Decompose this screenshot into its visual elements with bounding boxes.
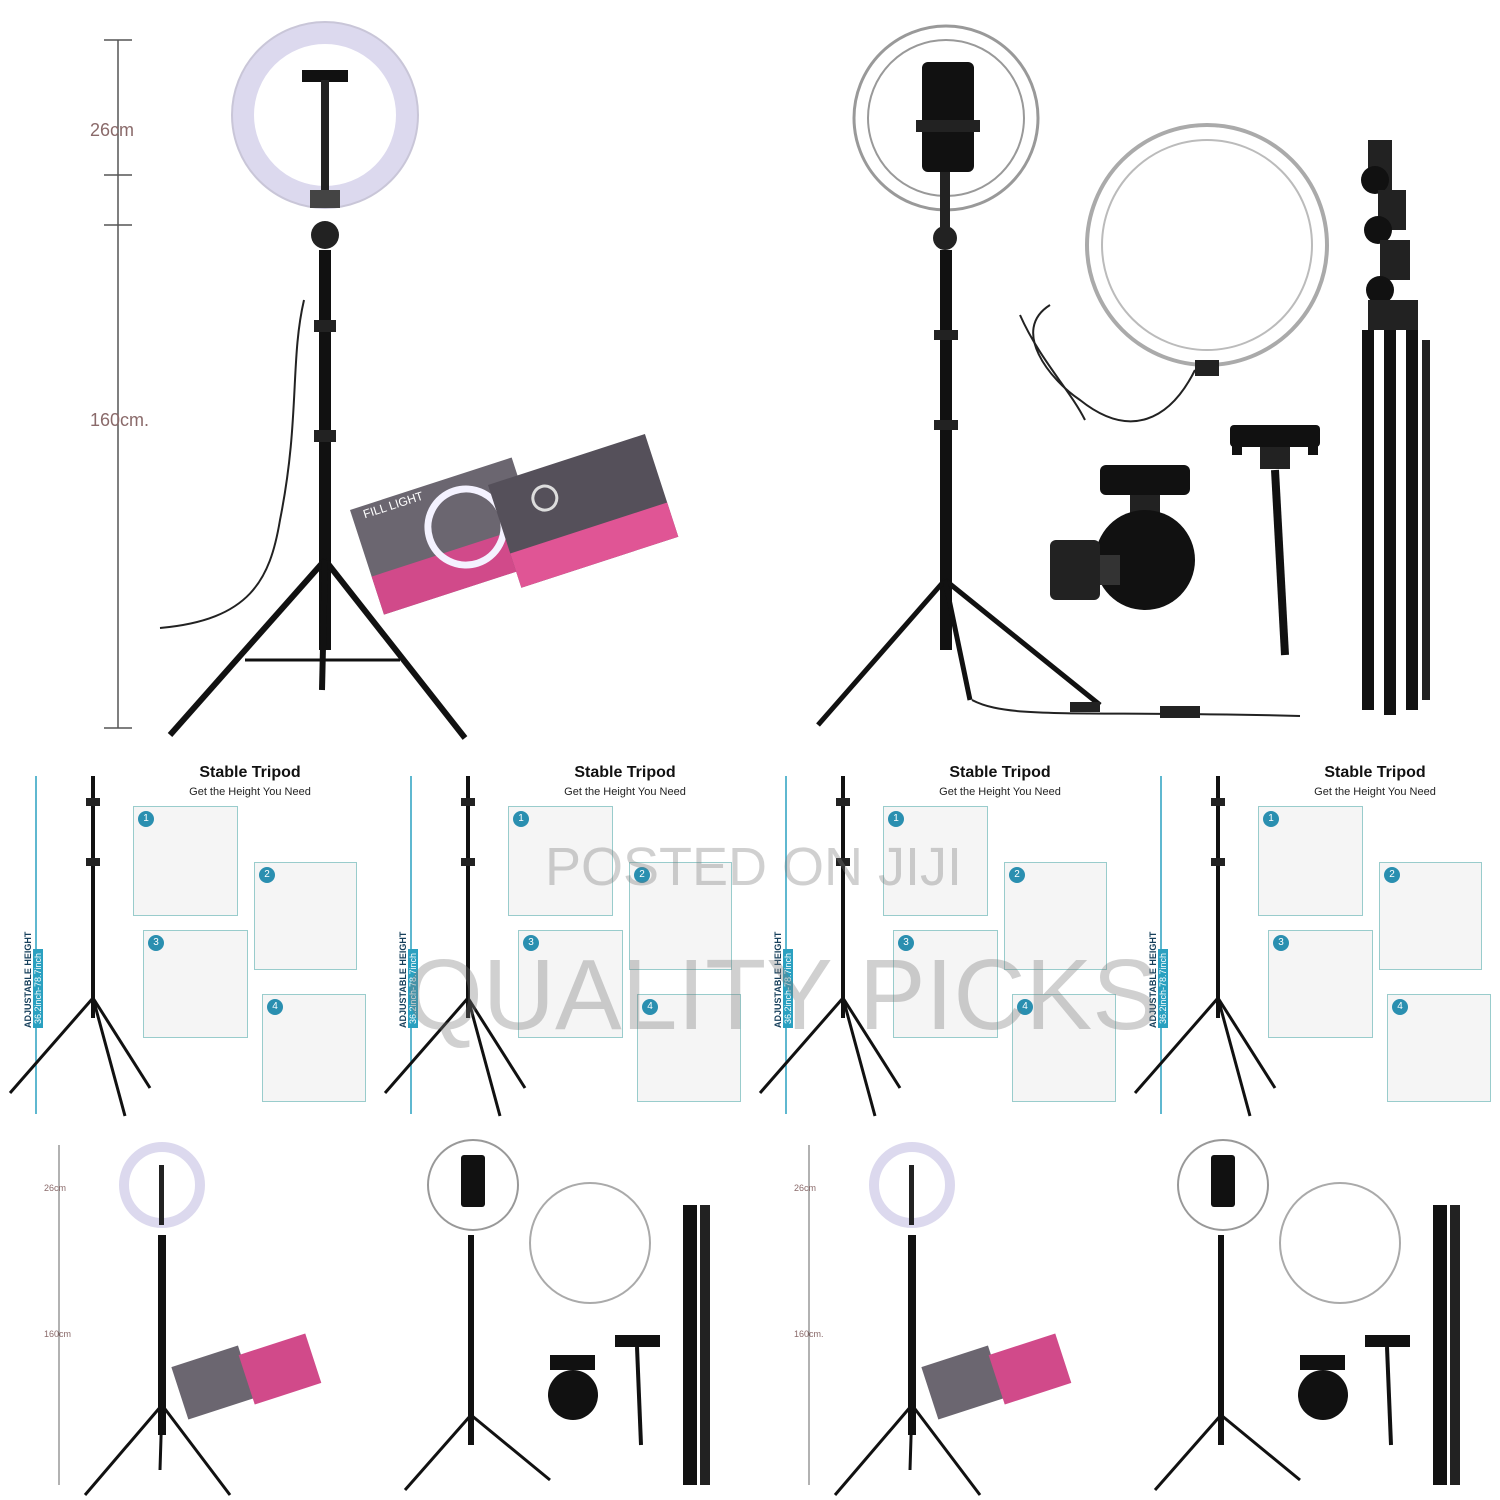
adjustable-height-label: ADJUSTABLE HEIGHT 36.2inch-78.7inch — [23, 932, 43, 1028]
tripod-subtitle: Get the Height You Need — [939, 786, 1061, 798]
adjustable-height-range: 36.2inch-78.7inch — [408, 948, 418, 1028]
step-number: 3 — [148, 935, 164, 951]
phone-clamp — [302, 70, 348, 82]
stand-height-label: 160cm. — [90, 410, 150, 430]
tripod-diagram — [1133, 776, 1277, 1117]
step-number: 1 — [1263, 811, 1279, 827]
tripod-title: Stable Tripod — [574, 764, 676, 781]
step-box-3: 3 — [1268, 930, 1373, 1038]
ring-light-small-illustration — [58, 1142, 322, 1496]
tripod-info-panel-2: Stable Tripod Get the Height You Need AD… — [375, 758, 750, 1120]
step-box-1: 1 — [133, 806, 238, 916]
step-box-3: 3 — [143, 930, 248, 1038]
adjustable-height-label: ADJUSTABLE HEIGHT 36.2inch-78.7inch — [1148, 932, 1168, 1028]
adjustable-height-text: ADJUSTABLE HEIGHT — [23, 931, 33, 1028]
ring-diameter-label: 26cm — [794, 1183, 817, 1193]
adjustable-height-label: ADJUSTABLE HEIGHT 36.2inch-78.7inch — [773, 932, 793, 1028]
step-number: 2 — [259, 867, 275, 883]
adjustable-height-text: ADJUSTABLE HEIGHT — [773, 931, 783, 1028]
stand-pole — [319, 250, 331, 650]
tripod-title: Stable Tripod — [199, 764, 301, 781]
kit-small-illustration — [1153, 1139, 1460, 1491]
ring-light-separate — [1085, 123, 1329, 367]
step-box-1: 1 — [1258, 806, 1363, 916]
tripod-title: Stable Tripod — [1324, 764, 1426, 781]
step-box-2: 2 — [1004, 862, 1107, 970]
ring-light-dimension-panel: 26cm 160cm. FILL LIGHT — [0, 0, 750, 755]
step-number: 4 — [1017, 999, 1033, 1015]
step-number: 2 — [634, 867, 650, 883]
bottom-panel-dimensions-2: 26cm 160cm. — [750, 1125, 1125, 1500]
ball-head-mount — [1050, 465, 1195, 610]
step-box-2: 2 — [629, 862, 732, 970]
bottom-panel-kit-2 — [1125, 1125, 1500, 1500]
tripod-diagram — [8, 776, 152, 1117]
tripod-info-panel-3: Stable Tripod Get the Height You Need AD… — [750, 758, 1125, 1120]
ball-head — [311, 221, 339, 249]
step-box-4: 4 — [1387, 994, 1491, 1102]
adjustable-height-range: 36.2inch-78.7inch — [1158, 948, 1168, 1028]
kit-components-illustration — [816, 24, 1430, 727]
step-box-2: 2 — [254, 862, 357, 970]
tripod-diagram — [758, 776, 902, 1117]
stand-height-label: 160cm — [44, 1329, 72, 1339]
step-number: 4 — [642, 999, 658, 1015]
adjustable-height-label: ADJUSTABLE HEIGHT 36.2inch-78.7inch — [398, 932, 418, 1028]
collapsed-tripod — [1361, 140, 1430, 715]
step-box-4: 4 — [1012, 994, 1116, 1102]
dimension-ruler — [104, 39, 132, 729]
adjustable-height-text: ADJUSTABLE HEIGHT — [1148, 931, 1158, 1028]
tripod-title: Stable Tripod — [949, 764, 1051, 781]
step-box-1: 1 — [883, 806, 988, 916]
bottom-panel-kit-1 — [375, 1125, 750, 1500]
stand-height-label: 160cm. — [794, 1329, 824, 1339]
ring-light-small-illustration — [808, 1142, 1072, 1496]
step-box-2: 2 — [1379, 862, 1482, 970]
adjustable-height-range: 36.2inch-78.7inch — [783, 948, 793, 1028]
kit-small-illustration — [403, 1139, 710, 1491]
step-number: 2 — [1009, 867, 1025, 883]
tripod-subtitle: Get the Height You Need — [564, 786, 686, 798]
tripod-legs — [167, 558, 468, 740]
step-number: 4 — [267, 999, 283, 1015]
step-number: 3 — [898, 935, 914, 951]
tripod-subtitle: Get the Height You Need — [189, 786, 311, 798]
kit-components-panel — [750, 0, 1500, 755]
tripod-subtitle: Get the Height You Need — [1314, 786, 1436, 798]
phone — [922, 62, 974, 172]
step-number: 1 — [513, 811, 529, 827]
ring-diameter-label: 26cm — [90, 120, 135, 140]
step-box-4: 4 — [262, 994, 366, 1102]
step-number: 4 — [1392, 999, 1408, 1015]
step-box-1: 1 — [508, 806, 613, 916]
bottom-panel-dimensions-1: 26cm 160cm — [0, 1125, 375, 1500]
product-box-back — [488, 434, 679, 588]
step-number: 1 — [888, 811, 904, 827]
step-number: 3 — [523, 935, 539, 951]
tripod-info-panel-4: Stable Tripod Get the Height You Need AD… — [1125, 758, 1500, 1120]
step-box-3: 3 — [518, 930, 623, 1038]
adjustable-height-text: ADJUSTABLE HEIGHT — [398, 931, 408, 1028]
step-number: 1 — [138, 811, 154, 827]
phone-clamp-rod — [1230, 425, 1320, 656]
ring-light-dimension-illustration — [104, 21, 679, 740]
step-box-4: 4 — [637, 994, 741, 1102]
tripod-diagram — [383, 776, 527, 1117]
adjustable-height-range: 36.2inch-78.7inch — [33, 948, 43, 1028]
step-number: 3 — [1273, 935, 1289, 951]
step-box-3: 3 — [893, 930, 998, 1038]
ring-diameter-label: 26cm — [44, 1183, 67, 1193]
tripod-info-panel-1: Stable Tripod Get the Height You Need AD… — [0, 758, 375, 1120]
step-number: 2 — [1384, 867, 1400, 883]
